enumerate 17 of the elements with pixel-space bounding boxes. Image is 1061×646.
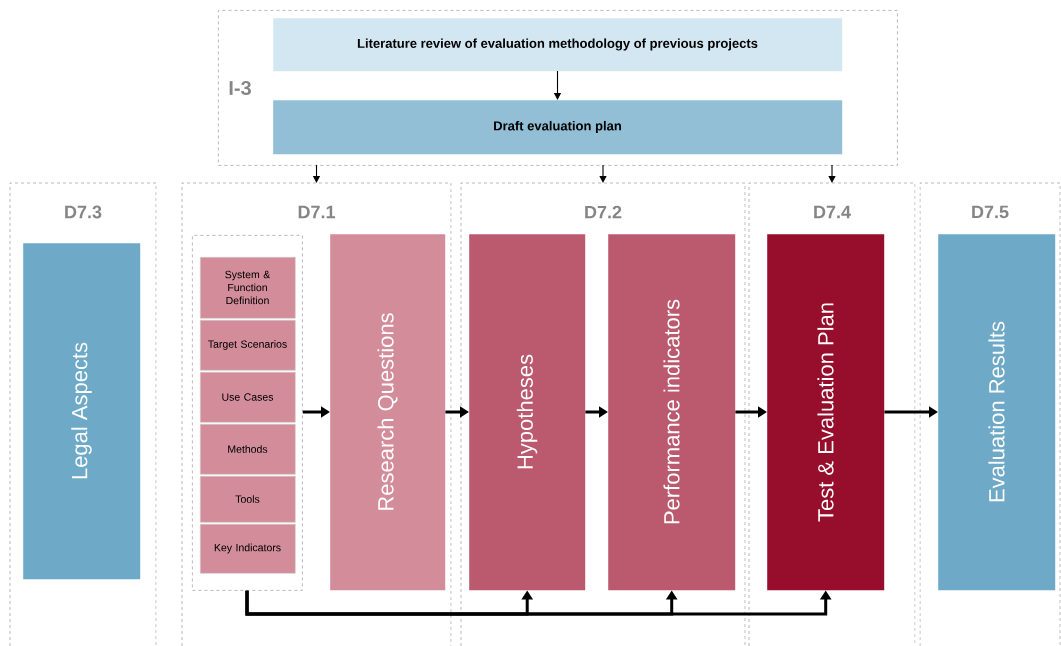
- item-box: System & Function Definition: [200, 257, 296, 319]
- item-box: Methods: [200, 424, 296, 475]
- dashed-group-box: [192, 235, 303, 591]
- process-box: Hypotheses: [469, 234, 586, 591]
- arrow: [828, 164, 836, 183]
- process-box: Legal Aspects: [23, 243, 141, 580]
- arrow: [599, 164, 607, 183]
- process-box: Performance indicators: [608, 234, 736, 591]
- item-box: Tools: [200, 476, 296, 523]
- process-box: Draft evaluation plan: [273, 100, 843, 155]
- process-box: Research Questions: [330, 234, 446, 591]
- item-box: Target Scenarios: [200, 320, 296, 371]
- item-box: Use Cases: [200, 372, 296, 423]
- process-box: Evaluation Results: [938, 234, 1056, 591]
- item-box: Key Indicators: [200, 524, 296, 574]
- process-box: Literature review of evaluation methodology of previous projects: [273, 18, 843, 72]
- process-box: Test & Evaluation Plan: [767, 234, 885, 591]
